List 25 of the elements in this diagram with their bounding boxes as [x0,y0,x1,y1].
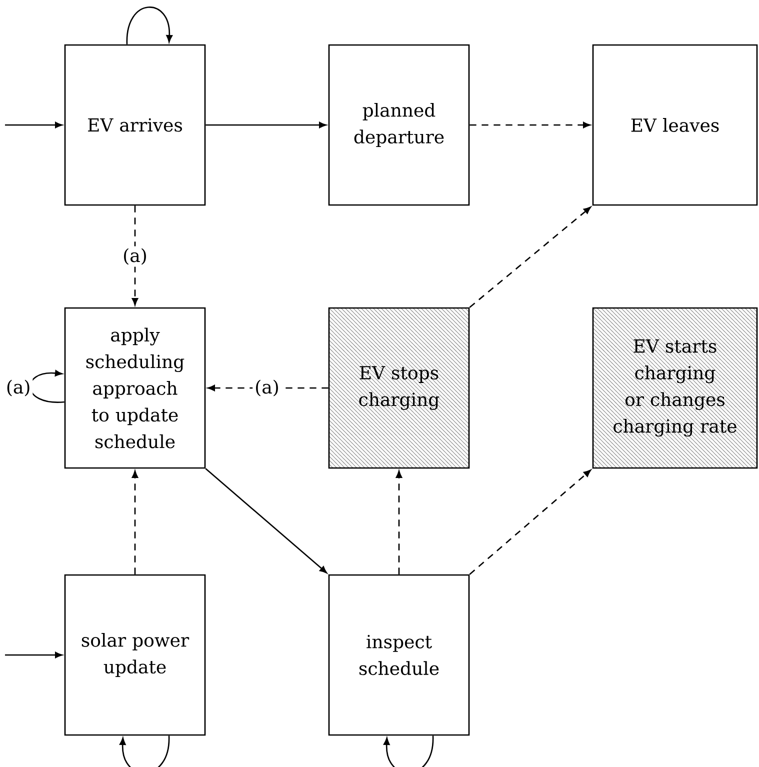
edge-label: (a) [120,246,150,267]
arrow [205,468,327,574]
loop-arrow [126,6,172,44]
hatched-box: EV stops charging [328,307,470,469]
edge-label: (a) [4,378,33,398]
loop-arrow [120,736,170,767]
arrow [132,470,138,574]
process-box: EV leaves [592,44,758,206]
loop-arrow [30,370,64,403]
arrow [5,652,62,658]
process-box: apply scheduling approach to update schedule [64,307,206,469]
hatched-box: EV starts charging or changes charging rate [592,307,758,469]
arrow [470,122,590,128]
arrow [469,206,591,308]
process-box: inspect schedule [328,574,470,736]
loop-arrow [384,736,434,767]
process-box: solar power update [64,574,206,736]
edge-label: (a) [252,378,282,398]
process-box: EV arrives [64,44,206,206]
arrow [469,470,591,575]
arrow [5,122,62,128]
arrow [396,470,402,574]
arrow [132,206,138,306]
process-box: planned departure [328,44,470,206]
arrow [206,122,326,128]
